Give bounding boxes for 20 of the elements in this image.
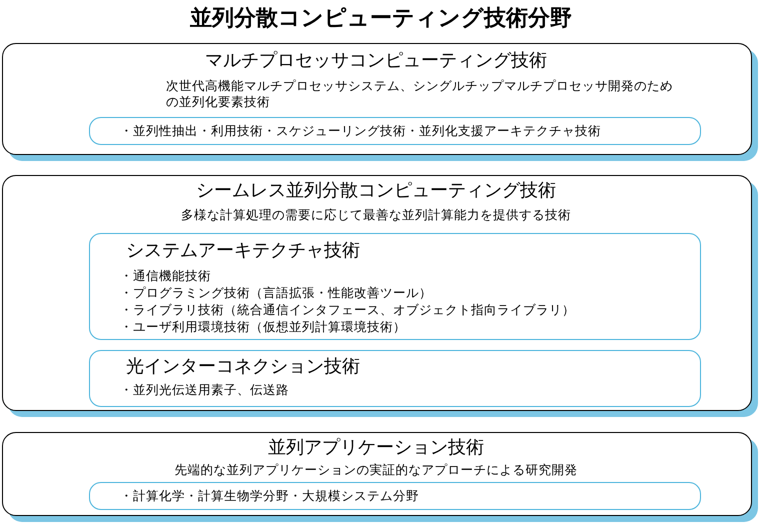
diagram-title: 並列分散コンピューティング技術分野 <box>189 5 573 32</box>
bullet-item: ・計算化学・計算生物学分野・大規模システム分野 <box>120 488 419 504</box>
section-heading: マルチプロセッサコンピューティング技術 <box>204 50 548 72</box>
topic-box <box>89 350 701 407</box>
bullet-item: ・並列光伝送用素子、伝送路 <box>120 382 289 398</box>
section-heading: 光インターコネクション技術 <box>126 356 360 378</box>
bullet-item: ・ユーザ利用環境技術（仮想並列計算環境技術） <box>120 319 406 335</box>
bullet-item: ・ライブラリ技術（統合通信インタフェース、オブジェクト指向ライブラリ） <box>120 302 575 318</box>
bullet-item: ・並列性抽出・利用技術・スケジューリング技術・並列化支援アーキテクチャ技術 <box>120 123 601 139</box>
section-heading: システムアーキテクチャ技術 <box>126 240 360 262</box>
bullet-item: ・通信機能技術 <box>120 268 211 284</box>
bullet-item: ・プログラミング技術（言語拡張・性能改善ツール） <box>120 285 432 301</box>
topic-box <box>89 482 701 510</box>
topic-box <box>89 117 701 145</box>
section-heading: シームレス並列分散コンピューティング技術 <box>195 180 557 202</box>
description-text: 多様な計算処理の需要に応じて最善な並列計算能力を提供する技術 <box>180 207 572 223</box>
description-text: 次世代高機能マルチプロセッサシステム、シングルチップマルチプロセッサ開発のための並列化要素技術 <box>166 78 674 110</box>
section-heading: 並列アプリケーション技術 <box>267 437 485 460</box>
topic-box <box>89 233 701 340</box>
description-text: 先端的な並列アプリケーションの実証的なアプローチによる研究開発 <box>174 462 578 478</box>
